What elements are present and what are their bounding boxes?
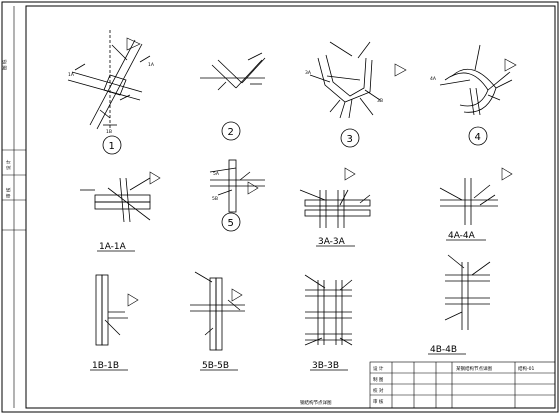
weld-flag — [394, 63, 407, 77]
section-1a-drawing — [80, 177, 151, 223]
cut-mark: 4A — [430, 76, 437, 82]
detail-1-drawing — [67, 30, 151, 130]
section-3a-drawing — [299, 189, 371, 228]
title-block-row: 审 核 — [373, 398, 384, 405]
title-block — [369, 361, 556, 409]
section-label: 3A-3A — [318, 237, 346, 247]
cut-mark: 1A — [68, 72, 75, 78]
weld-flag — [127, 293, 139, 307]
detail-bubble-4 — [468, 126, 488, 146]
section-label: 1B-1B — [92, 361, 119, 371]
cut-mark: 3A — [305, 70, 312, 76]
weld-flag — [344, 167, 356, 181]
project-title: 某钢结构节点详图 — [456, 365, 492, 372]
detail-number: 2 — [228, 127, 234, 138]
detail-number: 4 — [475, 132, 481, 143]
detail-number: 5 — [228, 218, 234, 229]
section-3b-drawing — [304, 274, 353, 346]
section-label: 5B-5B — [202, 361, 229, 371]
detail-5-drawing — [209, 159, 265, 213]
section-1b-drawing — [95, 274, 128, 346]
title-block-row: 设 计 — [373, 365, 384, 372]
section-4a-drawing — [439, 178, 498, 225]
weld-flag — [247, 181, 259, 195]
detail-bubble-2 — [221, 121, 241, 141]
detail-number: 1 — [109, 141, 115, 152]
weld-flag — [231, 288, 243, 302]
detail-bubble-5 — [221, 212, 241, 232]
weld-flag — [504, 58, 517, 72]
section-label: 3B-3B — [312, 361, 339, 371]
detail-bubble-1 — [102, 135, 122, 155]
side-strip — [2, 6, 26, 408]
cut-mark: 3B — [377, 98, 383, 104]
side-strip-row: 审 核 — [5, 187, 12, 198]
weld-flag — [126, 37, 141, 51]
section-5b-drawing — [190, 271, 245, 351]
cut-mark: 5B — [212, 196, 218, 202]
side-strip-row: 设 计 — [5, 159, 12, 170]
title-block-row: 校 对 — [373, 387, 384, 394]
side-strip-title: 图 纸 — [1, 59, 8, 70]
inner-border — [25, 5, 556, 409]
weld-flag — [149, 171, 161, 185]
bottom-caption: 钢结构节点详图 — [300, 399, 332, 406]
detail-bubble-3 — [340, 128, 360, 148]
detail-4-drawing — [439, 44, 513, 116]
detail-3-drawing — [309, 41, 381, 119]
cut-mark: 1A — [148, 62, 155, 68]
title-block-row: 制 图 — [373, 376, 384, 383]
section-4b-drawing — [444, 254, 491, 330]
cut-mark: 5A — [213, 171, 220, 177]
section-label: 4A-4A — [448, 231, 476, 241]
detail-number: 3 — [347, 134, 353, 145]
weld-flag — [501, 167, 513, 181]
drawing-number: 结构-01 — [518, 365, 534, 372]
cut-mark: 1B — [106, 129, 112, 135]
section-label: 1A-1A — [99, 242, 127, 252]
section-label: 4B-4B — [430, 345, 457, 355]
detail-2-drawing — [200, 52, 266, 91]
